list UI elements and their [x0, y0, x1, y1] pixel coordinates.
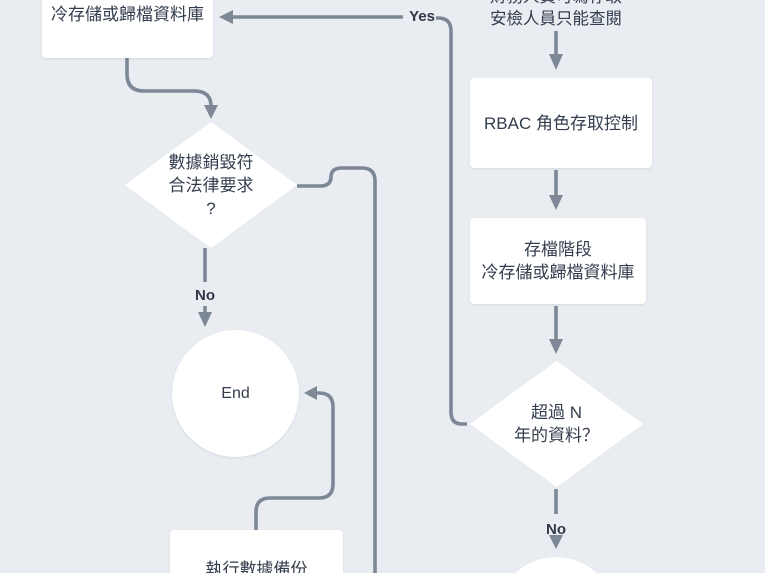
node-cold-storage-top-label: 冷存儲或歸檔資料庫	[51, 4, 204, 24]
edge-label-yes: Yes	[409, 8, 435, 25]
edge-archive-to-retain-arrowhead	[549, 339, 563, 354]
node-destroy-decision-label: 數據銷毀符 合法律要求 ?	[169, 151, 254, 220]
edge-rbac-to-archive-arrowhead	[549, 195, 563, 210]
node-rbac-label: RBAC 角色存取控制	[484, 113, 638, 133]
destroy-decision-line2: 合法律要求	[168, 175, 254, 195]
edge-label-no-retention: No	[546, 521, 566, 538]
archive-stage-line2: 冷存儲或歸檔資料庫	[481, 263, 635, 282]
edge-backup-to-end	[254, 391, 335, 531]
note-access-line1: 財務人員可寫存取	[466, 0, 646, 8]
node-end: End	[172, 330, 299, 457]
edge-cold-to-destroy-arrowhead	[204, 105, 218, 119]
node-archive-stage: 存檔階段 冷存儲或歸檔資料庫	[470, 218, 646, 304]
note-access-rules: 財務人員可寫存取 安檢人員只能查閱	[466, 0, 646, 30]
node-backup-label: 執行數據備份	[205, 559, 308, 573]
edge-backup-to-end-arrowhead	[304, 386, 317, 400]
node-cold-storage-top: 冷存儲或歸檔資料庫	[42, 0, 213, 58]
edge-note-to-rbac-arrowhead	[549, 54, 563, 70]
edge-yes-arrowhead	[219, 10, 233, 24]
destroy-decision-line3: ?	[206, 198, 216, 218]
retention-decision-line2: 年的資料？	[514, 426, 599, 445]
edge-destroy-yes-down	[297, 166, 377, 573]
node-end-label: End	[221, 385, 250, 402]
node-retention-decision-label: 超過 N 年的資料？	[514, 401, 599, 447]
node-backup: 執行數據備份	[170, 530, 343, 573]
edge-label-no-destroy: No	[195, 287, 215, 304]
node-archive-stage-label: 存檔階段 冷存儲或歸檔資料庫	[482, 238, 635, 284]
node-rbac: RBAC 角色存取控制	[470, 78, 652, 168]
retention-decision-line1: 超過 N	[531, 403, 582, 422]
destroy-decision-line1: 數據銷毀符	[168, 152, 254, 172]
note-access-line2: 安檢人員只能查閱	[490, 10, 622, 28]
edge-yes-right-segment	[436, 16, 467, 426]
edge-cold-to-destroy	[125, 58, 213, 107]
edge-retain-no-arrowhead	[549, 535, 563, 549]
archive-stage-line1: 存檔階段	[524, 240, 592, 259]
edge-destroy-no-arrowhead	[198, 312, 212, 327]
